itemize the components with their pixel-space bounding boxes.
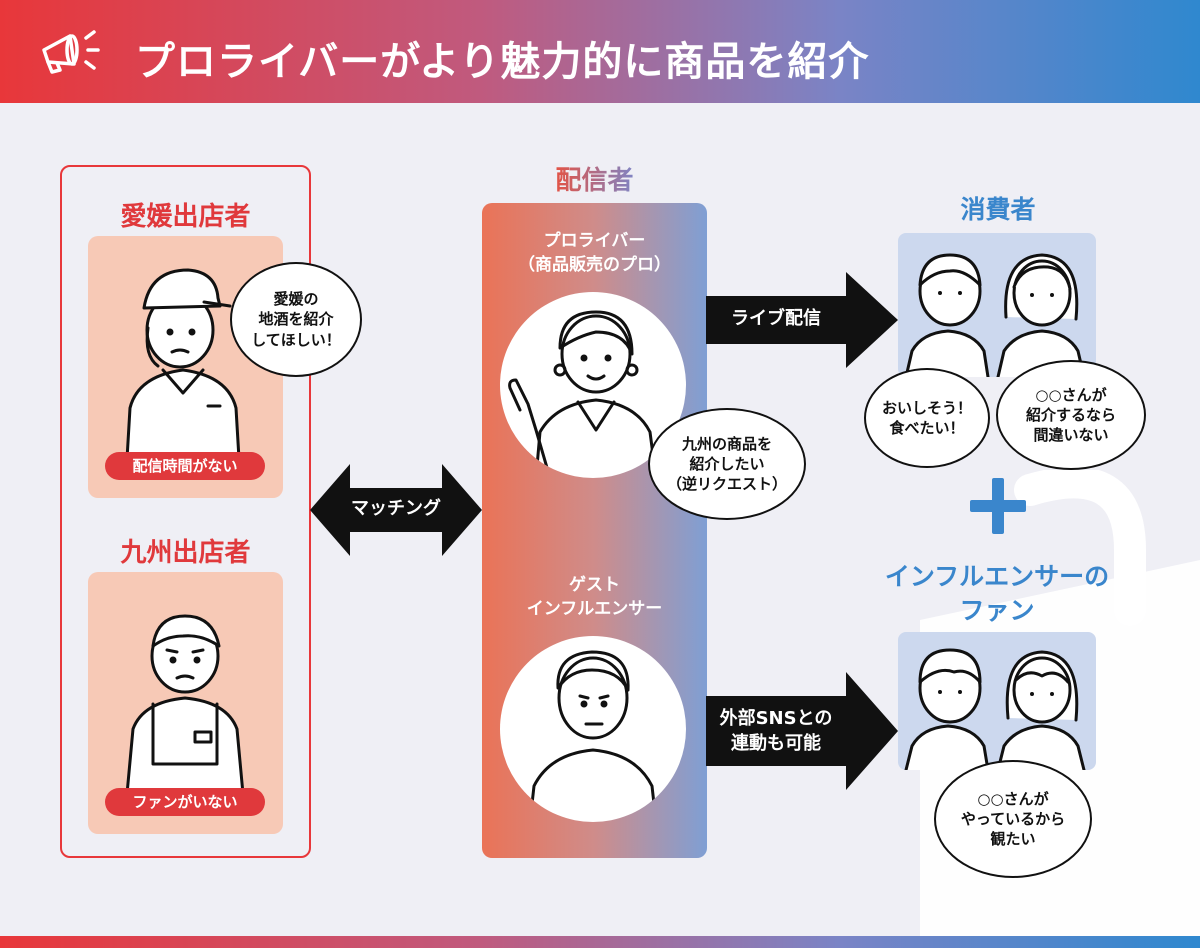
megaphone-icon	[42, 30, 100, 74]
live-stream-arrow	[706, 272, 898, 368]
pro-liver-bubble-line: 九州の商品を	[681, 434, 772, 453]
footer-bar	[0, 936, 1200, 948]
consumers-people-icon	[904, 253, 1086, 377]
seller1-card: 配信時間がない	[88, 236, 283, 498]
consumer2-bubble-line: 紹介するなら	[1025, 405, 1116, 424]
guest-role-line: インフルエンサー	[526, 598, 663, 619]
sellers-frame	[60, 165, 311, 858]
streamer-heading-text: 配信者	[555, 166, 634, 196]
fans-heading-line: ファン	[959, 595, 1035, 625]
pro-liver-bubble-line: 紹介したい	[689, 454, 765, 473]
consumer2-bubble-line: 間違いない	[1033, 426, 1109, 445]
fans-people-icon	[904, 648, 1086, 770]
live-stream-label: ライブ配信	[731, 308, 821, 329]
seller1-bubble-line: してほしい！	[251, 330, 341, 349]
pro-liver-bubble-line: （逆リクエスト）	[666, 475, 787, 494]
fans-heading: インフルエンサーの ファン	[860, 560, 1134, 628]
guest-influencer-role: ゲスト インフルエンサー	[482, 574, 707, 622]
pro-liver-role-line: （商品販売のプロ）	[518, 254, 671, 275]
header-banner: プロライバーがより魅力的に商品を紹介	[0, 0, 1200, 103]
pro-liver-speech-bubble: 九州の商品を 紹介したい （逆リクエスト）	[648, 408, 806, 520]
seller2-tag: ファンがいない	[105, 788, 265, 816]
consumer2-speech-bubble: ○○さんが 紹介するなら 間違いない	[996, 360, 1146, 470]
matching-label: マッチング	[351, 498, 441, 519]
consumers-heading: 消費者	[960, 195, 1036, 224]
plus-icon	[970, 478, 1026, 534]
seller1-tag: 配信時間がない	[105, 452, 265, 480]
fans-bubble-line: ○○さんが	[977, 789, 1049, 808]
sns-label-line: 外部SNSとの	[719, 708, 833, 729]
seller2-heading: 九州出店者	[120, 538, 251, 568]
streamer-heading: 配信者	[482, 160, 707, 197]
seller2-person-icon	[125, 614, 245, 796]
guest-person-icon	[528, 650, 658, 822]
seller1-speech-bubble: 愛媛の 地酒を紹介 してほしい！	[230, 262, 362, 377]
consumer1-bubble-line: 食べたい！	[889, 419, 965, 437]
matching-double-arrow	[310, 464, 482, 556]
guest-avatar-circle	[500, 636, 686, 822]
sns-label: 外部SNSとの 連動も可能	[706, 706, 846, 756]
fans-speech-bubble: ○○さんが やっているから 観たい	[934, 760, 1092, 878]
seller1-bubble-line: 愛媛の	[273, 290, 319, 309]
seller2-card: ファンがいない	[88, 572, 283, 834]
fans-bubble-line: やっているから	[960, 809, 1066, 828]
seller1-bubble-line: 地酒を紹介	[258, 310, 334, 329]
pro-liver-role-line: プロライバー	[543, 231, 646, 251]
pro-liver-role: プロライバー （商品販売のプロ）	[482, 230, 707, 278]
consumers-card	[898, 233, 1096, 377]
sns-label-line: 連動も可能	[731, 733, 821, 755]
page-title: プロライバーがより魅力的に商品を紹介	[135, 39, 870, 85]
seller1-heading: 愛媛出店者	[120, 202, 251, 232]
consumer1-bubble-line: おいしそう！	[881, 398, 972, 417]
consumer1-speech-bubble: おいしそう！ 食べたい！	[864, 368, 990, 468]
consumer2-bubble-line: ○○さんが	[1035, 385, 1107, 404]
fans-card	[898, 632, 1096, 770]
fans-heading-line: インフルエンサーの	[884, 562, 1110, 591]
pro-liver-person-icon	[508, 310, 658, 478]
guest-role-line: ゲスト	[569, 575, 620, 595]
fans-bubble-line: 観たい	[990, 830, 1036, 849]
seller1-person-icon	[124, 268, 242, 478]
sns-arrow	[706, 672, 898, 790]
